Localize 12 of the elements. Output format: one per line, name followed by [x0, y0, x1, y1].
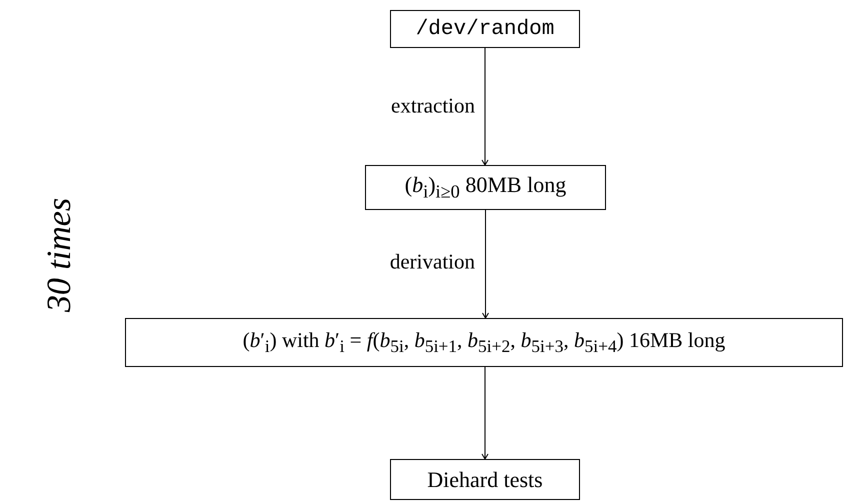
repeat-note: 30 times: [41, 198, 79, 312]
process-box: [390, 459, 580, 500]
arrow: [482, 210, 489, 318]
box-text: Diehard tests: [427, 466, 543, 492]
process-box: [390, 10, 580, 48]
process-box: [365, 165, 606, 210]
arrow: [482, 48, 488, 166]
box-text: /dev/random: [416, 18, 554, 40]
arrow: [482, 366, 488, 460]
process-box: [125, 318, 843, 367]
box-text: (b$_{i}$)$_{i≥0}$ 80MB long: [404, 172, 566, 203]
box-text: (b′$_{i}$) with b′$_{i}$ = f(b$_{5i}$, b$_{5i+1}$, b$_{5i+2}$, b$_{5i+3}$, b$_{5i+4}$) 16MB long: [242, 328, 726, 358]
